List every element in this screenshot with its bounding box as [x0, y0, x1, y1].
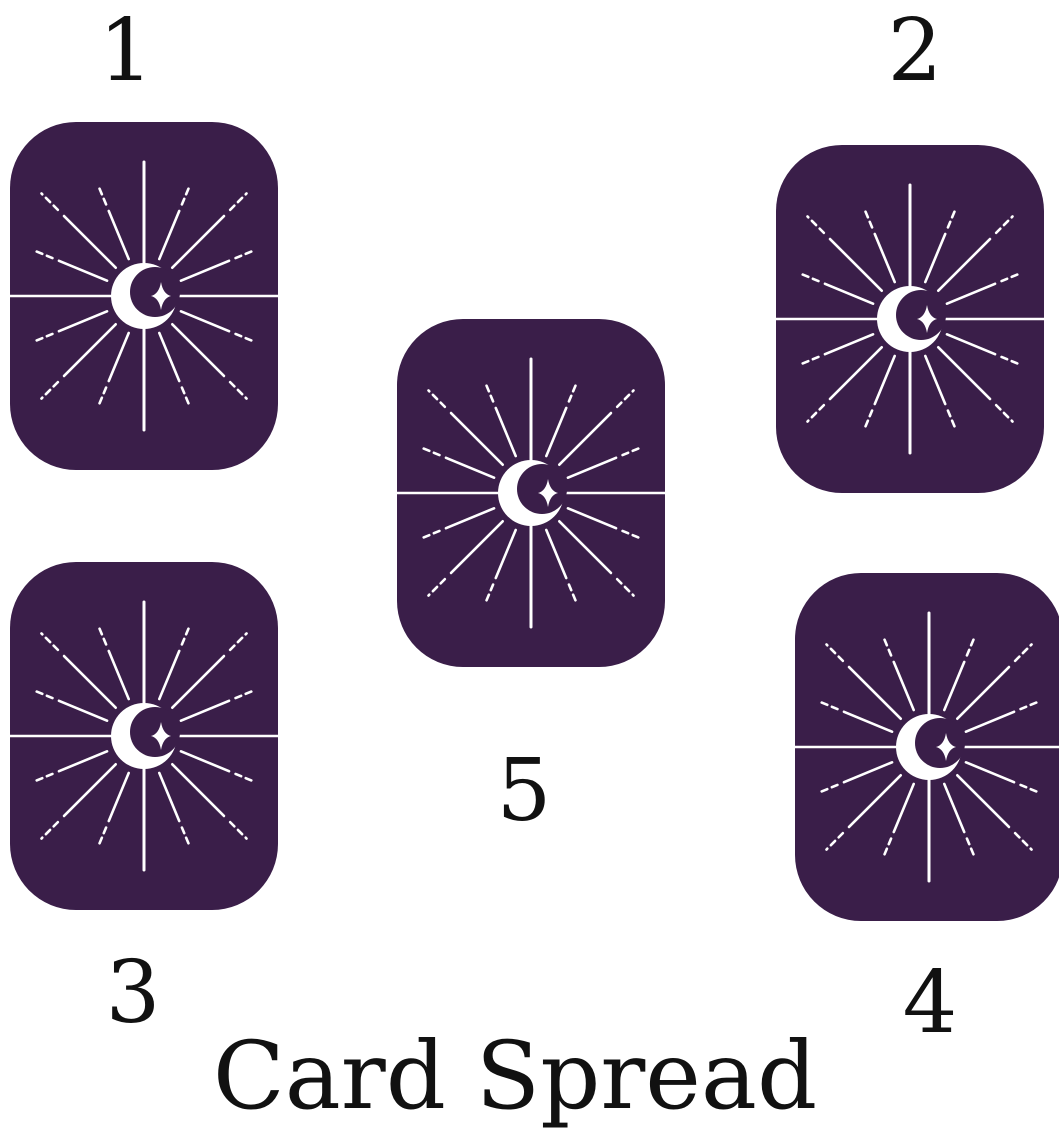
card-back: [397, 319, 665, 667]
position-label-5: 5: [497, 748, 552, 834]
spread-title: Card Spread: [213, 1025, 817, 1128]
position-label-1: 1: [99, 8, 154, 94]
card-back: [10, 562, 278, 910]
card-3[interactable]: [10, 562, 278, 910]
card-4[interactable]: [795, 573, 1059, 921]
card-back: [795, 573, 1059, 921]
position-label-4: 4: [903, 960, 958, 1046]
card-1[interactable]: [10, 122, 278, 470]
position-label-2: 2: [888, 8, 943, 94]
card-back: [10, 122, 278, 470]
card-5[interactable]: [397, 319, 665, 667]
position-label-3: 3: [106, 950, 161, 1036]
card-back: [776, 145, 1044, 493]
card-2[interactable]: [776, 145, 1044, 493]
